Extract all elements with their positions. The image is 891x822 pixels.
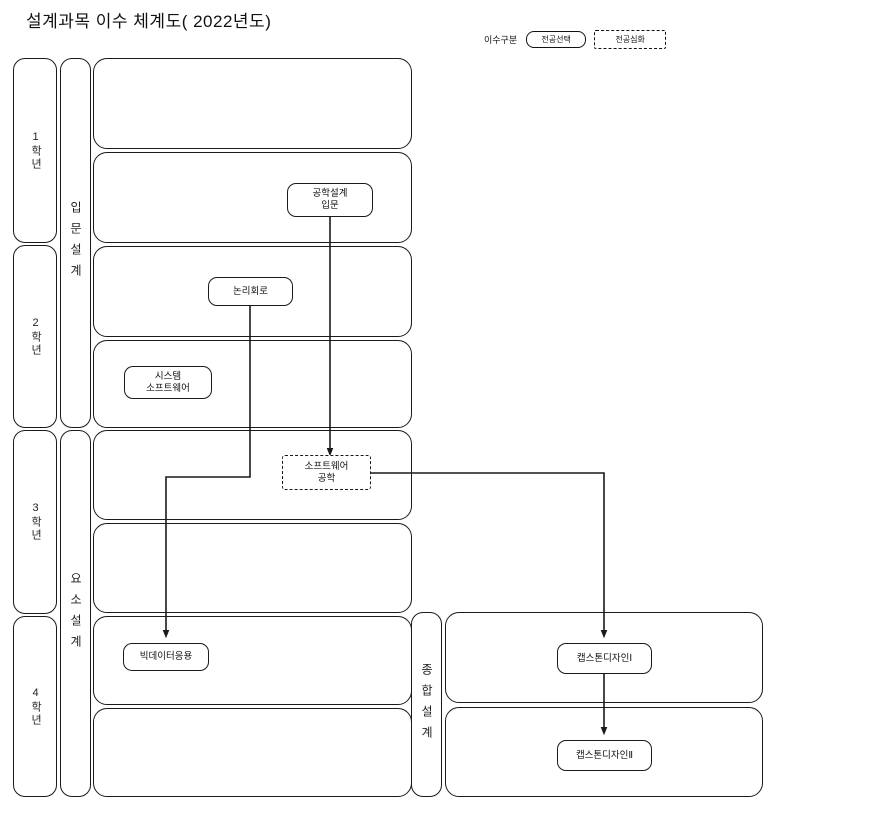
legend-chip-major-elective: 전공선택: [526, 31, 587, 48]
semester-panel-3-2: [93, 523, 412, 613]
legend-chip-major-advanced: 전공심화: [594, 30, 667, 49]
capstone-stage-column: 종합설계: [411, 612, 442, 797]
design-stage-intro: 입문설계: [60, 58, 91, 428]
year-cell-4-label: 4학년: [29, 686, 42, 727]
year-cell-1-label: 1학년: [29, 130, 42, 171]
year-cell-3: 3학년: [13, 430, 57, 614]
page-title: 설계과목 이수 체계도( 2022년도): [26, 12, 272, 31]
course-node-capstone-design-1[interactable]: 캡스톤디자인Ⅰ: [557, 643, 652, 674]
legend: 이수구분 전공선택 전공심화: [484, 30, 667, 49]
year-cell-3-label: 3학년: [29, 502, 42, 542]
design-stage-element-label: 요소설계: [68, 571, 83, 656]
design-stage-intro-label: 입문설계: [68, 201, 83, 285]
year-cell-2: 2학년: [13, 245, 57, 428]
design-stage-element: 요소설계: [60, 430, 91, 797]
capstone-stage-column-label: 종합설계: [419, 662, 434, 747]
course-node-logic-circuit[interactable]: 논리회로: [208, 277, 293, 306]
year-cell-2-label: 2학년: [29, 316, 42, 357]
year-cell-4: 4학년: [13, 616, 57, 797]
year-cell-1: 1학년: [13, 58, 57, 243]
semester-panel-4-2: [93, 708, 412, 797]
legend-label: 이수구분: [484, 35, 518, 45]
course-node-software-engineering[interactable]: 소프트웨어 공학: [282, 455, 371, 490]
semester-panel-1-1: [93, 58, 412, 149]
course-node-eng-design-intro[interactable]: 공학설계 입문: [287, 183, 373, 217]
course-node-capstone-design-2[interactable]: 캡스톤디자인Ⅱ: [557, 740, 652, 771]
course-node-bigdata-application[interactable]: 빅데이터응용: [123, 643, 209, 671]
course-node-system-software[interactable]: 시스템 소프트웨어: [124, 366, 212, 399]
